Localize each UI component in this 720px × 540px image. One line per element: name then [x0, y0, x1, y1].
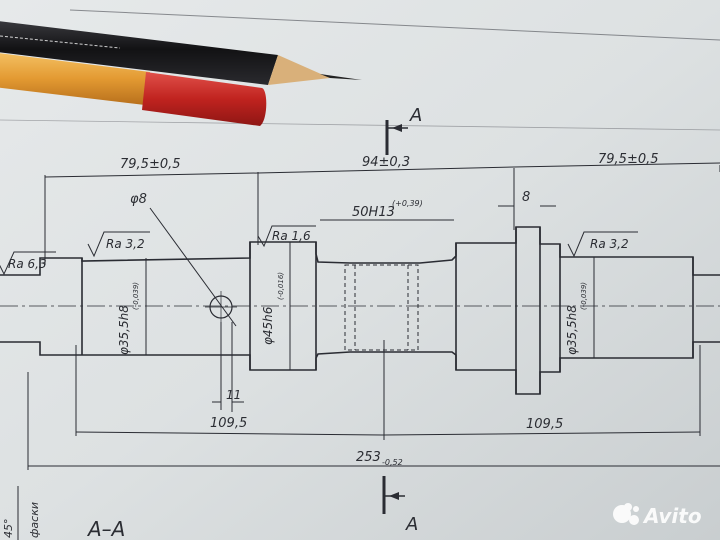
roughness-left-journal: Ra 3,2	[106, 237, 145, 251]
roughness-symbols	[0, 225, 638, 276]
section-letter-top: A	[409, 105, 422, 126]
bottom-dimension-chain	[27, 322, 720, 470]
cross-hole	[205, 291, 237, 323]
dim-right-span: 79,5±0,5	[598, 152, 659, 167]
diameter-dims	[145, 242, 595, 370]
avito-watermark: Avito	[613, 503, 702, 528]
dim-left-span: 79,5±0,5	[120, 157, 181, 172]
dim-right-journal-tolerance: (-0,039)	[580, 282, 588, 310]
hole-leader	[149, 207, 237, 327]
red-eraser-cap	[142, 72, 267, 126]
hidden-groove	[344, 264, 419, 351]
paper-edge	[69, 9, 720, 41]
avito-logo-text: Avito	[642, 504, 702, 528]
dim-left-journal-diameter: φ35,5h8	[117, 305, 131, 355]
black-pencil	[0, 21, 362, 85]
dim-groove-width: 50H13	[352, 205, 395, 220]
roughness-center: Ra 1,6	[272, 229, 311, 243]
section-view-label: A–A	[86, 517, 125, 540]
section-marker-top: A	[385, 105, 422, 155]
dim-left-journal-tolerance: (-0,039)	[132, 282, 140, 310]
roughness-outer-left: Ra 6,3	[8, 257, 47, 271]
dim-right-half-length: 109,5	[526, 417, 563, 432]
dim-groove-tolerance: (+0,39)	[392, 199, 423, 208]
section-marker-bottom: A	[382, 476, 418, 535]
orange-pencil	[0, 53, 150, 105]
dim-left-half-length: 109,5	[210, 416, 247, 431]
section-letter-bottom: A	[405, 514, 418, 535]
margin-angle: 45°	[2, 519, 15, 539]
shaft-outline	[0, 226, 720, 395]
dim-middle-span: 94±0,3	[362, 155, 410, 170]
margin-note: фаски	[28, 502, 41, 538]
dim-hole-offset: 11	[226, 388, 241, 402]
frame-line	[0, 119, 720, 131]
dim-hole-diameter: φ8	[130, 192, 147, 207]
roughness-right-journal: Ra 3,2	[590, 237, 629, 251]
dim-total-tolerance: -0,52	[382, 458, 403, 467]
dim-center-tolerance: (-0,016)	[277, 272, 285, 300]
top-dimension-chain	[44, 162, 720, 265]
dim-flange-width: 8	[522, 190, 530, 205]
dim-total-length: 253	[356, 450, 381, 465]
dim-center-diameter: φ45h6	[261, 306, 275, 345]
dim-right-journal-diameter: φ35,5h8	[565, 305, 579, 355]
